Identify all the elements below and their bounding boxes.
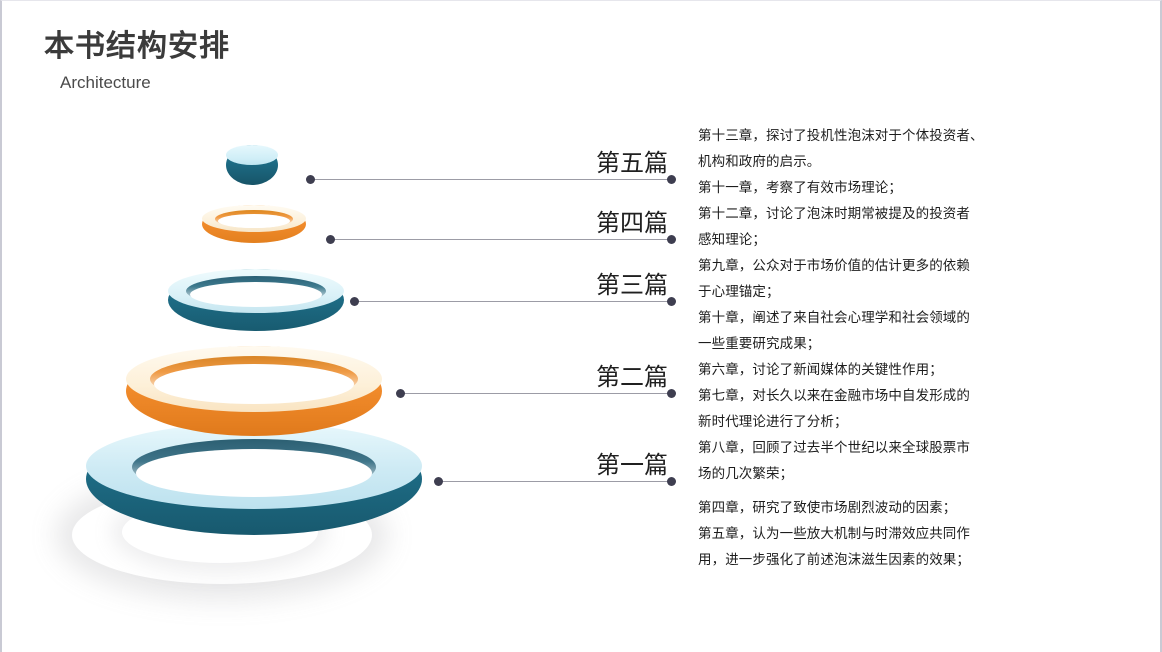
description-line: 第八章，回顾了过去半个世纪以来全球股票市 (698, 440, 970, 455)
description-line: 第十三章，探讨了投机性泡沫对于个体投资者、 (698, 128, 984, 143)
ring-segment-1[interactable] (86, 423, 422, 535)
description-line: 感知理论； (698, 232, 766, 247)
connector-row-3[interactable]: 第三篇 (350, 273, 676, 313)
description-line: 第十二章，讨论了泡沫时期常被提及的投资者 (698, 206, 970, 221)
connector-dot-left-3 (350, 297, 359, 306)
connector-dot-right-4 (667, 235, 676, 244)
connector-dot-right-1 (667, 477, 676, 486)
description-group-2: 第六章，讨论了新闻媒体的关键性作用； 第七章，对长久以来在金融市场中自发形成的 … (698, 357, 990, 487)
description-line: 第十章，阐述了来自社会心理学和社会领域的 (698, 310, 970, 325)
connector-label-1: 第一篇 (596, 453, 668, 479)
description-group-3: 第九章，公众对于市场价值的估计更多的依赖 于心理锚定； 第十章，阐述了来自社会心… (698, 253, 990, 357)
ring-segment-3[interactable] (168, 269, 344, 331)
ring-segment-5[interactable] (226, 145, 278, 185)
page-title: 本书结构安排 (44, 30, 230, 63)
connector-line-1 (438, 481, 672, 482)
connector-dot-left-4 (326, 235, 335, 244)
description-group-5: 第十三章，探讨了投机性泡沫对于个体投资者、 机构和政府的启示。 (698, 123, 990, 175)
connector-label-4: 第四篇 (596, 211, 668, 237)
ring-stack-diagram (2, 101, 562, 621)
connector-line-2 (400, 393, 672, 394)
connector-dot-right-2 (667, 389, 676, 398)
description-line: 新时代理论进行了分析； (698, 414, 848, 429)
connector-line-5 (310, 179, 672, 180)
connector-row-5[interactable]: 第五篇 (306, 151, 676, 191)
connector-dot-right-5 (667, 175, 676, 184)
description-gap (698, 487, 990, 495)
description-line: 第六章，讨论了新闻媒体的关键性作用； (698, 362, 943, 377)
page-subtitle: Architecture (60, 73, 151, 92)
connector-row-2[interactable]: 第二篇 (396, 365, 676, 405)
description-group-1: 第四章，研究了致使市场剧烈波动的因素； 第五章，认为一些放大机制与时滞效应共同作… (698, 495, 990, 573)
ring-4-hole-floor (218, 214, 290, 228)
description-line: 机构和政府的启示。 (698, 154, 821, 169)
ring-2-hole-floor (154, 364, 354, 404)
description-line: 第五章，认为一些放大机制与时滞效应共同作 (698, 526, 970, 541)
description-line: 第九章，公众对于市场价值的估计更多的依赖 (698, 258, 970, 273)
description-group-4: 第十一章，考察了有效市场理论； 第十二章，讨论了泡沫时期常被提及的投资者 感知理… (698, 175, 990, 253)
description-line: 第四章，研究了致使市场剧烈波动的因素； (698, 500, 957, 515)
description-line: 用，进一步强化了前述泡沫滋生因素的效果； (698, 552, 970, 567)
ring-5-top-surface (226, 145, 278, 165)
ring-segment-2[interactable] (126, 346, 382, 436)
description-line: 第七章，对长久以来在金融市场中自发形成的 (698, 388, 970, 403)
connector-row-1[interactable]: 第一篇 (434, 453, 676, 493)
connector-dot-left-2 (396, 389, 405, 398)
connector-dot-right-3 (667, 297, 676, 306)
connector-dot-left-1 (434, 477, 443, 486)
ring-3-hole-floor (190, 282, 322, 307)
connector-dot-left-5 (306, 175, 315, 184)
ring-segment-4[interactable] (202, 205, 306, 243)
description-line: 一些重要研究成果； (698, 336, 821, 351)
connector-line-4 (330, 239, 672, 240)
connector-label-2: 第二篇 (596, 365, 668, 391)
description-column: 第十三章，探讨了投机性泡沫对于个体投资者、 机构和政府的启示。 第十一章，考察了… (698, 123, 990, 573)
connector-label-5: 第五篇 (596, 151, 668, 177)
description-line: 第十一章，考察了有效市场理论； (698, 180, 902, 195)
description-line: 于心理锚定； (698, 284, 780, 299)
ring-1-hole-floor (136, 449, 372, 497)
connector-label-3: 第三篇 (596, 273, 668, 299)
connector-row-4[interactable]: 第四篇 (326, 211, 676, 251)
connector-line-3 (354, 301, 672, 302)
description-line: 场的几次繁荣； (698, 466, 794, 481)
